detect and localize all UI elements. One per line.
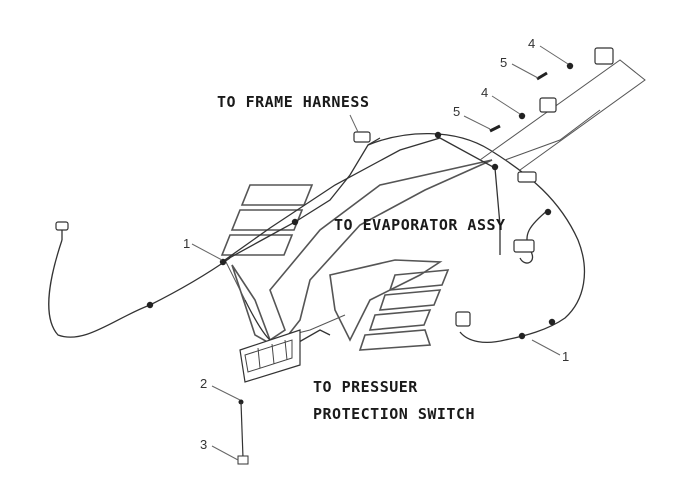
callout-5-top: 5: [500, 55, 508, 70]
callout-5-mid: 5: [453, 104, 461, 119]
callout-1-right: 1: [562, 349, 570, 364]
callout-4-mid: 4: [481, 85, 489, 100]
label-frame-harness: TO FRAME HARNESS: [217, 93, 370, 111]
label-pressure-line-2: PROTECTION SWITCH: [313, 405, 476, 423]
label-evaporator-assy: TO EVAPORATOR ASSY: [334, 216, 506, 234]
wire-harness: [48, 132, 586, 351]
watermark-logo: [220, 159, 493, 351]
switch-box: [239, 329, 301, 383]
callout-3: 3: [200, 437, 208, 452]
connectors: [55, 47, 614, 327]
callout-2: 2: [200, 376, 208, 391]
label-pressure-line-1: TO PRESSUER: [313, 378, 418, 396]
leader-lines: [191, 45, 569, 461]
callout-1-left: 1: [183, 236, 191, 251]
callout-4-top: 4: [528, 36, 536, 51]
